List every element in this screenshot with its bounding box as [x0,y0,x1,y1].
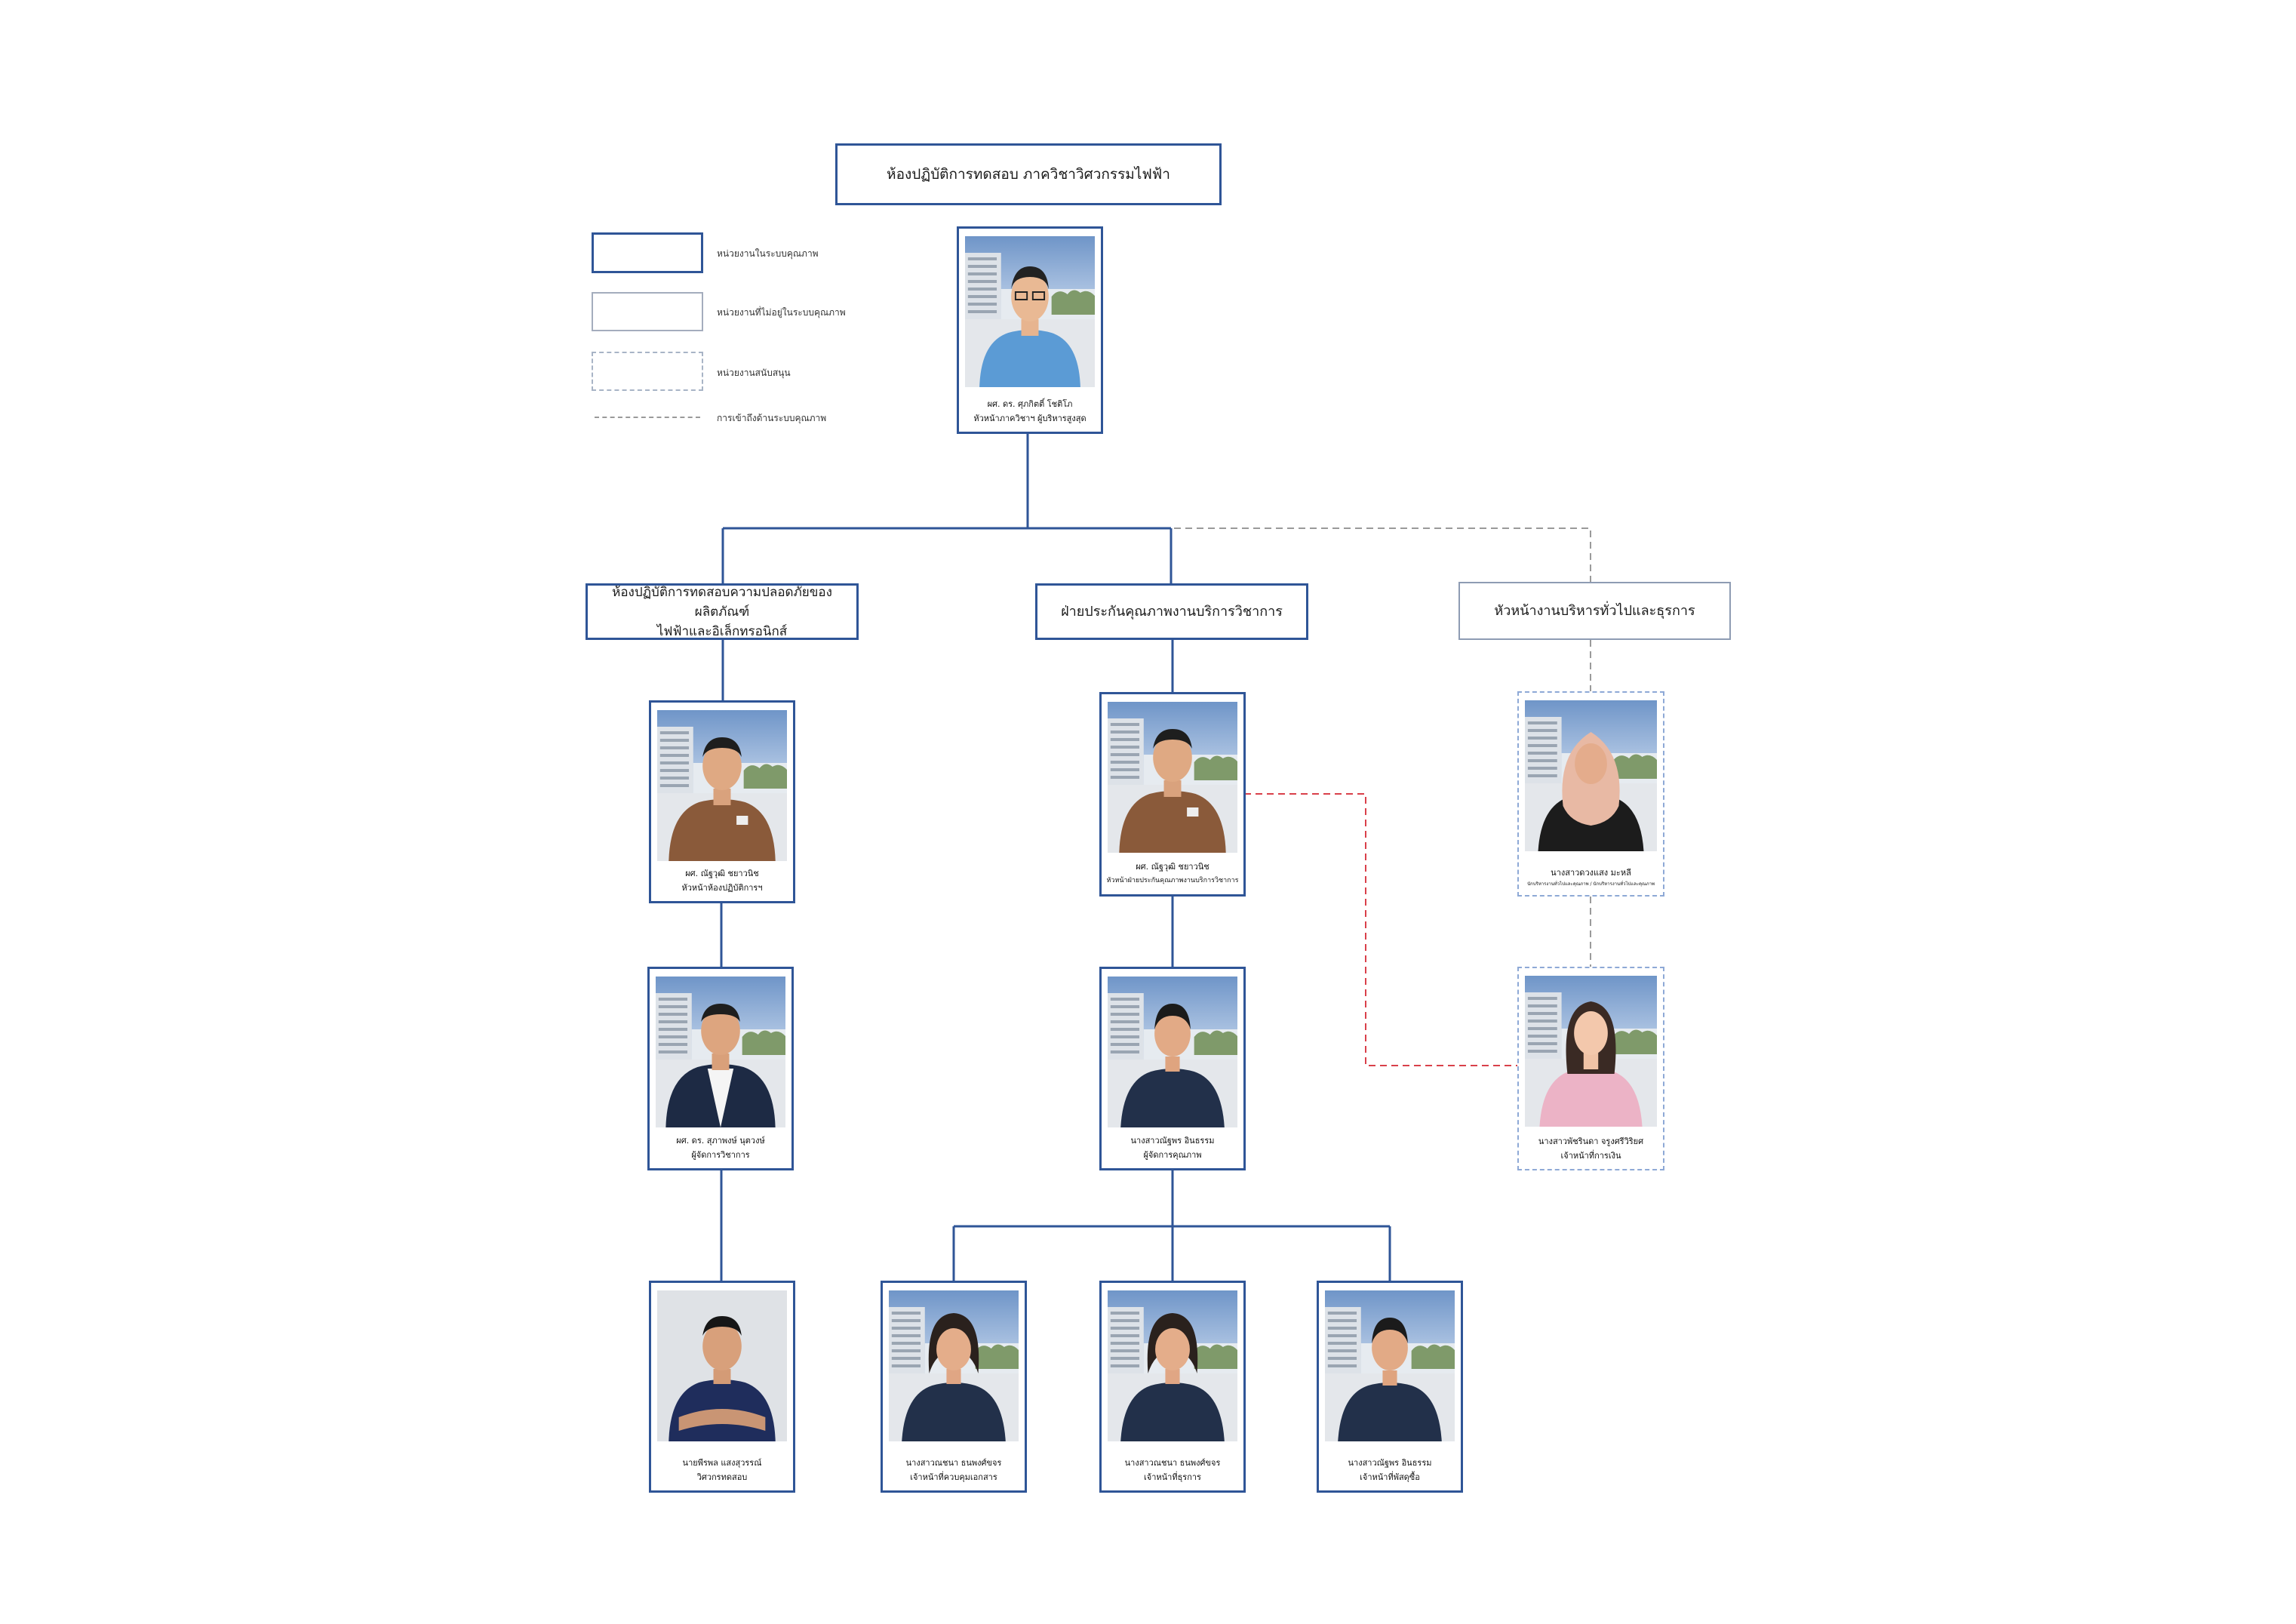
person-card-engineer: นายพีรพล แสงสุวรรณ์ วิศวกรทดสอบ [649,1281,795,1493]
person-caption: ผศ. ดร. ศุภกิตติ์ โชติโภ หัวหน้าภาควิชาฯ… [962,397,1098,426]
dept-general-admin: หัวหน้างานบริหารทั่วไปและธุรการ [1458,582,1731,640]
person-photo [965,236,1095,387]
person-photo [657,1290,787,1441]
person-caption: นางสาวณชนา ธนพงศ์ขจร เจ้าหน้าที่ควบคุมเอ… [886,1456,1022,1484]
legend-quality-swatch [592,232,703,273]
person-name: นางสาวพัชรินดา จรูงศรีวิริยศ [1538,1136,1644,1146]
person-name: ผศ. ดร. ศุภกิตติ์ โชติโภ [987,399,1073,409]
person-name: นางสาวณชนา ธนพงศ์ขจร [905,1458,1002,1468]
person-role: เจ้าหน้าที่พัสดุซื้อ [1360,1472,1420,1482]
person-caption: ผศ. ณัฐวุฒิ ชยาวนิช หัวหน้าฝ่ายประกันคุณ… [1105,860,1240,888]
person-role: ผู้จัดการคุณภาพ [1143,1150,1202,1160]
person-name: นางสาวณัฐพร อินธรรม [1348,1458,1432,1468]
person-caption: นางสาวณัฐพร อินธรรม เจ้าหน้าที่พัสดุซื้อ [1322,1456,1458,1484]
person-caption: นางสาวพัชรินดา จรูงศรีวิริยศ เจ้าหน้าที่… [1522,1134,1660,1163]
person-caption: นางสาวณชนา ธนพงศ์ขจร เจ้าหน้าที่ธุรการ [1105,1456,1240,1484]
person-name: นายพีรพล แสงสุวรรณ์ [682,1458,762,1468]
org-title: ห้องปฏิบัติการทดสอบ ภาควิชาวิศวกรรมไฟฟ้า [887,166,1170,183]
dept-safety-lab-line2: ไฟฟ้าและอิเล็กทรอนิกส์ [656,623,788,639]
person-name: ผศ. ณัฐวุฒิ ชยาวนิช [1136,862,1209,872]
person-name: นางสาวณชนา ธนพงศ์ขจร [1124,1458,1221,1468]
person-card-tech-manager: ผศ. ดร. สุภาพงษ์ นุตวงษ์ ผู้จัดการวิชากา… [647,967,794,1170]
person-role: วิศวกรทดสอบ [696,1472,748,1482]
legend-non-quality-label: หน่วยงานที่ไม่อยู่ในระบบคุณภาพ [717,307,846,318]
person-photo [1525,976,1657,1127]
person-card-clerk: นางสาวณชนา ธนพงศ์ขจร เจ้าหน้าที่ธุรการ [1099,1281,1246,1493]
person-role: หัวหน้าภาควิชาฯ ผู้บริหารสูงสุด [973,414,1087,423]
person-role: นักบริหารงานทั่วไปและคุณภาพ / นักบริหารง… [1527,881,1655,887]
person-card-quality-manager: นางสาวณัฐพร อินธรรม ผู้จัดการคุณภาพ [1099,967,1246,1170]
person-role: ผู้จัดการวิชาการ [691,1150,750,1160]
person-role: หัวหน้าฝ่ายประกันคุณภาพงานบริการวิชาการ [1106,877,1239,884]
person-card-lab-head: ผศ. ณัฐวุฒิ ชยาวนิช หัวหน้าห้องปฏิบัติกา… [649,700,795,903]
person-name: ผศ. ดร. สุภาพงษ์ นุตวงษ์ [676,1136,765,1146]
legend-support-swatch [592,352,703,391]
person-photo [1108,702,1237,853]
person-role: หัวหน้าห้องปฏิบัติการฯ [681,883,763,893]
person-caption: นางสาวณัฐพร อินธรรม ผู้จัดการคุณภาพ [1105,1133,1240,1162]
legend-link-swatch [595,417,700,418]
person-photo [1108,977,1237,1127]
person-caption: ผศ. ดร. สุภาพงษ์ นุตวงษ์ ผู้จัดการวิชากา… [653,1133,788,1162]
person-name: ผศ. ณัฐวุฒิ ชยาวนิช [685,869,759,878]
person-role: เจ้าหน้าที่ควบคุมเอกสาร [910,1472,997,1482]
person-photo [1108,1290,1237,1441]
person-caption: ผศ. ณัฐวุฒิ ชยาวนิช หัวหน้าห้องปฏิบัติกา… [654,866,790,895]
legend-non-quality-swatch [592,292,703,331]
person-name: นางสาวดวงแสง มะหลี [1551,868,1631,878]
person-name: นางสาวณัฐพร อินธรรม [1130,1136,1215,1146]
person-caption: นายพีรพล แสงสุวรรณ์ วิศวกรทดสอบ [654,1456,790,1484]
person-photo [1325,1290,1455,1441]
legend-support-label: หน่วยงานสนับสนุน [717,368,791,378]
dept-quality-service: ฝ่ายประกันคุณภาพงานบริการวิชาการ [1035,583,1308,640]
person-photo [1525,700,1657,851]
person-photo [656,977,785,1127]
legend-link-label: การเข้าถึงด้านระบบคุณภาพ [717,413,827,423]
dept-safety-lab-line1: ห้องปฏิบัติการทดสอบความปลอดภัยของผลิตภัณ… [612,584,832,620]
dashed-connector-to-general-admin [1174,527,1591,582]
quality-access-link [1244,793,1517,1066]
person-card-doc-control: นางสาวณชนา ธนพงศ์ขจร เจ้าหน้าที่ควบคุมเอ… [881,1281,1027,1493]
dept-general-admin-label: หัวหน้างานบริหารทั่วไปและธุรการ [1494,602,1695,619]
person-card-head: ผศ. ดร. ศุภกิตติ์ โชติโภ หัวหน้าภาควิชาฯ… [957,226,1103,434]
person-card-procurement: นางสาวณัฐพร อินธรรม เจ้าหน้าที่พัสดุซื้อ [1317,1281,1463,1493]
person-role: เจ้าหน้าที่ธุรการ [1144,1472,1201,1482]
dept-quality-service-label: ฝ่ายประกันคุณภาพงานบริการวิชาการ [1061,603,1283,620]
person-role: เจ้าหน้าที่การเงิน [1560,1151,1621,1161]
person-caption: นางสาวดวงแสง มะหลี นักบริหารงานทั่วไปและ… [1522,866,1660,889]
person-card-admin-head: นางสาวดวงแสง มะหลี นักบริหารงานทั่วไปและ… [1517,691,1664,897]
org-title-box: ห้องปฏิบัติการทดสอบ ภาควิชาวิศวกรรมไฟฟ้า [835,143,1222,205]
person-card-qa-head: ผศ. ณัฐวุฒิ ชยาวนิช หัวหน้าฝ่ายประกันคุณ… [1099,692,1246,897]
person-photo [657,710,787,861]
person-photo [889,1290,1019,1441]
legend-quality-label: หน่วยงานในระบบคุณภาพ [717,248,819,259]
person-card-finance: นางสาวพัชรินดา จรูงศรีวิริยศ เจ้าหน้าที่… [1517,967,1664,1170]
dept-safety-lab: ห้องปฏิบัติการทดสอบความปลอดภัยของผลิตภัณ… [586,583,859,640]
